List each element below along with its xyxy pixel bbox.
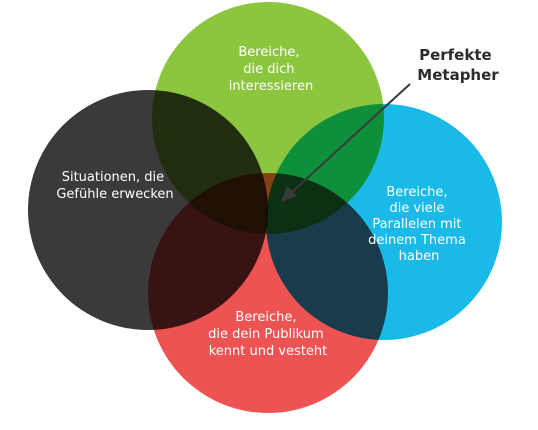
green-label-line-2: die dich bbox=[243, 62, 294, 77]
blue-label-line-4: deinem Thema bbox=[368, 233, 466, 248]
green-circle-label: Bereiche, die dich interessieren bbox=[229, 45, 313, 94]
green-label-line-1: Bereiche, bbox=[238, 45, 299, 60]
blue-label-line-1: Bereiche, bbox=[386, 185, 447, 200]
red-label-line-2: die dein Publikum bbox=[208, 327, 324, 342]
circle-labels: Bereiche, die dich interessieren Situati… bbox=[56, 45, 470, 359]
red-label-line-1: Bereiche, bbox=[235, 310, 296, 325]
blue-label-line-5: haben bbox=[399, 249, 440, 264]
blue-label-line-2: die viele bbox=[389, 201, 444, 216]
black-label-line-1: Situationen, die bbox=[62, 170, 164, 185]
callout-line-2: Metapher bbox=[417, 66, 499, 84]
callout-line-1: Perfekte bbox=[419, 46, 492, 64]
callout-label: Perfekte Metapher bbox=[417, 46, 499, 84]
green-label-line-3: interessieren bbox=[229, 79, 313, 94]
callout-arrow-head bbox=[281, 186, 297, 202]
callout-group: Perfekte Metapher bbox=[281, 46, 499, 202]
red-circle-label: Bereiche, die dein Publikum kennt und ve… bbox=[208, 310, 328, 359]
callout-arrow-line bbox=[291, 83, 411, 193]
black-label-line-2: Gefühle erwecken bbox=[56, 187, 173, 202]
blue-label-line-3: Parallelen mit bbox=[372, 217, 461, 232]
red-label-line-3: kennt und vesteht bbox=[209, 344, 328, 359]
blue-circle-label: Bereiche, die viele Parallelen mit deine… bbox=[368, 185, 470, 264]
black-circle-label: Situationen, die Gefühle erwecken bbox=[56, 170, 173, 202]
